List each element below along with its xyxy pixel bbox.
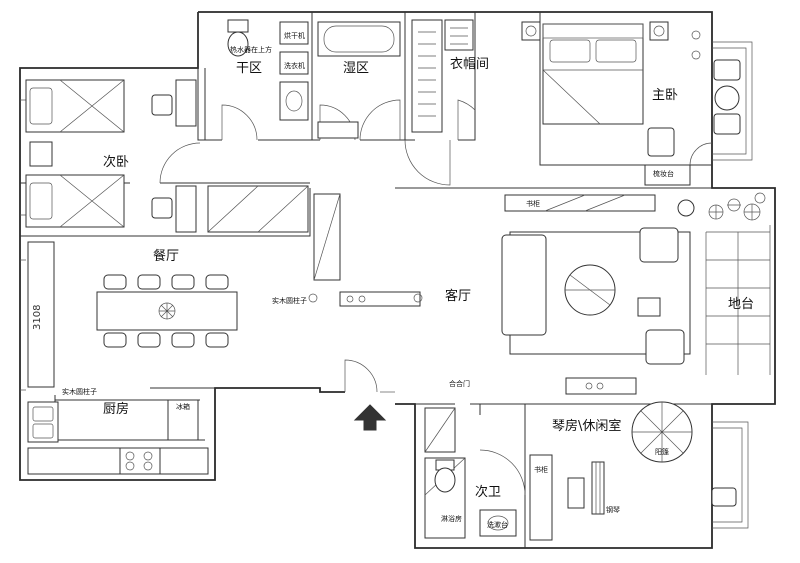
label-dining-room: 餐厅 [153, 248, 179, 264]
label-second-bathroom: 次卫 [475, 484, 501, 500]
piano-room-furniture [567, 401, 737, 515]
balcony-grid [705, 192, 770, 375]
label-wood-column-kitchen: 实木圆柱子 [62, 387, 97, 396]
room-labels: 干区 湿区 衣帽间 主卧 次卧 餐厅 客厅 地台 厨房 次卫 琴房\休闲室 [103, 56, 754, 500]
label-piano: 钢琴 [606, 505, 620, 514]
fixture-labels: 热水器在上方 烘干机 洗衣机 梳妆台 书柜 实木圆柱子 实木圆柱子 冰箱 合合门… [62, 31, 674, 529]
walk-in-closet-furniture [411, 19, 474, 133]
label-wood-column-living: 实木圆柱子 [272, 296, 307, 305]
label-water-heater: 热水器在上方 [230, 45, 272, 54]
label-kitchen: 厨房 [103, 401, 129, 417]
label-balcony: 地台 [728, 297, 754, 312]
doors [159, 99, 713, 496]
label-living-room: 客厅 [445, 288, 471, 304]
label-dryer: 烘干机 [284, 31, 305, 40]
label-vanity: 梳妆台 [653, 169, 674, 178]
label-washer: 洗衣机 [284, 61, 305, 70]
corridor-cabinets [207, 185, 341, 281]
master-bedroom-furniture [521, 21, 741, 186]
label-umbrella: 阳篷 [655, 447, 669, 456]
entrance-arrow-icon [353, 404, 387, 431]
kitchen-furniture [27, 399, 209, 475]
label-shower: 淋浴房 [441, 514, 462, 523]
label-second-bedroom: 次卧 [103, 154, 129, 170]
label-fridge: 冰箱 [176, 402, 190, 411]
outer-walls [19, 11, 776, 549]
label-wash-basin: 洗漱台 [487, 520, 508, 529]
plant-icon [708, 192, 766, 221]
label-walk-in-closet: 衣帽间 [450, 56, 489, 72]
label-piano-leisure-room: 琴房\休闲室 [552, 418, 621, 434]
label-wet-area: 湿区 [343, 61, 369, 76]
dimension-annotation: 3108 [32, 305, 43, 330]
dining-centerpiece [158, 302, 176, 320]
living-furniture [339, 194, 695, 395]
dining-furniture [27, 241, 318, 388]
label-bookcase-top: 书柜 [526, 199, 540, 208]
label-folding-door: 合合门 [449, 379, 470, 388]
dry-area-furniture [227, 19, 309, 121]
dimension-label: 3108 [32, 305, 43, 330]
second-bedroom-furniture [25, 79, 197, 233]
label-master-bedroom: 主卧 [652, 88, 678, 103]
bathroom-furniture [424, 407, 553, 541]
label-bookcase-side: 书柜 [534, 465, 548, 474]
wet-area-furniture [317, 21, 401, 139]
label-dry-area: 干区 [236, 61, 262, 76]
